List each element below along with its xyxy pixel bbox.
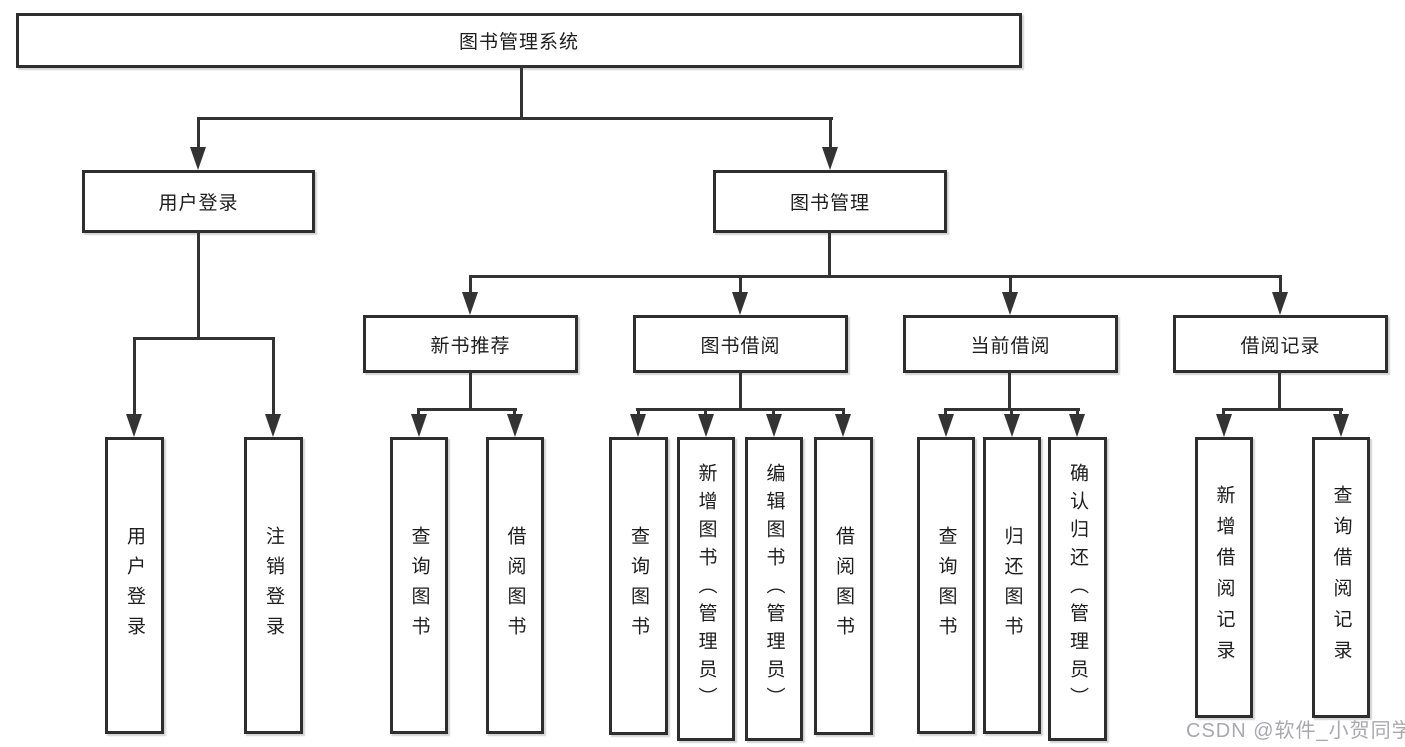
edge-line — [1010, 408, 1013, 418]
edge-line — [739, 275, 742, 295]
node-login-label: 用户登录 — [124, 525, 145, 646]
edge-line — [513, 408, 516, 418]
node-logout-label: 注销登录 — [263, 525, 284, 646]
node-br-add-record-label: 新增借阅记录 — [1213, 484, 1235, 671]
edge-line — [1222, 408, 1343, 411]
node-nb-borrow-book: 借阅图书 — [486, 437, 544, 734]
node-new-book-recommend: 新书推荐 — [363, 315, 578, 373]
node-br-query-record: 查询借阅记录 — [1312, 437, 1370, 718]
edge-line — [842, 408, 845, 418]
edge-line — [520, 65, 523, 119]
arrowhead-down-icon — [1004, 414, 1020, 437]
node-book-borrow: 图书借阅 — [633, 315, 848, 373]
edge-line — [772, 408, 775, 418]
edge-line — [469, 275, 472, 295]
arrowhead-down-icon — [507, 414, 523, 437]
edge-line — [133, 337, 275, 340]
node-bb-add-book-admin-label: 新增图书（管理员） — [695, 463, 717, 715]
edge-line — [739, 371, 742, 411]
node-bb-edit-book-admin-label: 编辑图书（管理员） — [763, 463, 785, 715]
edge-line — [829, 117, 832, 150]
node-new-book-recommend-label: 新书推荐 — [430, 335, 511, 357]
edge-line — [1279, 275, 1282, 295]
arrowhead-down-icon — [1069, 414, 1085, 437]
node-bb-borrow-book-label: 借阅图书 — [833, 526, 854, 646]
edge-line — [133, 337, 136, 417]
arrowhead-down-icon — [630, 414, 646, 437]
edge-line — [1278, 371, 1281, 411]
node-borrow-records-label: 借阅记录 — [1240, 335, 1321, 357]
edge-line — [828, 231, 831, 278]
node-cb-return-book-label: 归还图书 — [1001, 525, 1023, 646]
edge-line — [637, 408, 640, 418]
node-book-management: 图书管理 — [713, 170, 947, 233]
arrowhead-down-icon — [1216, 414, 1232, 437]
edge-line — [1009, 275, 1012, 295]
edge-line — [704, 408, 707, 418]
edge-line — [1222, 408, 1225, 418]
node-br-add-record: 新增借阅记录 — [1195, 437, 1253, 718]
node-bb-add-book-admin: 新增图书（管理员） — [677, 437, 735, 741]
node-bb-borrow-book: 借阅图书 — [814, 437, 873, 735]
arrowhead-down-icon — [766, 414, 782, 437]
edge-line — [944, 408, 947, 418]
edge-line — [197, 117, 200, 150]
edge-line — [197, 231, 200, 340]
node-current-borrow-label: 当前借阅 — [970, 335, 1051, 357]
node-bb-query-book: 查询图书 — [609, 437, 668, 735]
node-book-borrow-label: 图书借阅 — [700, 335, 781, 357]
edge-line — [197, 117, 833, 120]
arrowhead-down-icon — [190, 147, 206, 170]
node-cb-query-book-label: 查询图书 — [935, 525, 957, 646]
edge-line — [1076, 408, 1079, 418]
arrowhead-down-icon — [1002, 292, 1018, 315]
edge-line — [417, 408, 420, 418]
arrowhead-down-icon — [698, 414, 714, 437]
node-cb-confirm-return-admin: 确认归还（管理员） — [1048, 437, 1107, 741]
edge-line — [417, 408, 517, 411]
edge-line — [272, 337, 275, 417]
node-current-borrow: 当前借阅 — [903, 315, 1118, 373]
edge-line — [1339, 408, 1342, 418]
arrowhead-down-icon — [265, 414, 281, 437]
node-cb-query-book: 查询图书 — [917, 437, 975, 734]
node-root: 图书管理系统 — [16, 13, 1022, 68]
node-user-login-label: 用户登录 — [158, 193, 239, 214]
arrowhead-down-icon — [822, 147, 838, 170]
node-login: 用户登录 — [105, 437, 164, 734]
arrowhead-down-icon — [938, 414, 954, 437]
node-nb-query-book-label: 查询图书 — [408, 525, 430, 646]
arrowhead-down-icon — [462, 292, 478, 315]
node-bb-edit-book-admin: 编辑图书（管理员） — [745, 437, 803, 741]
node-borrow-records: 借阅记录 — [1173, 315, 1388, 373]
edge-line — [469, 371, 472, 411]
node-nb-borrow-book-label: 借阅图书 — [504, 525, 526, 646]
arrowhead-down-icon — [126, 414, 142, 437]
node-cb-return-book: 归还图书 — [983, 437, 1041, 734]
node-cb-confirm-return-admin-label: 确认归还（管理员） — [1067, 463, 1088, 715]
node-bb-query-book-label: 查询图书 — [628, 526, 649, 646]
arrowhead-down-icon — [1333, 414, 1349, 437]
arrowhead-down-icon — [1272, 292, 1288, 315]
arrowhead-down-icon — [411, 414, 427, 437]
edge-line — [636, 408, 845, 411]
node-user-login: 用户登录 — [82, 170, 315, 233]
csdn-watermark: CSDN @软件_小贺同学 — [1186, 720, 1405, 742]
edge-line — [469, 275, 1282, 278]
node-nb-query-book: 查询图书 — [390, 437, 448, 734]
arrowhead-down-icon — [732, 292, 748, 315]
arrowhead-down-icon — [835, 414, 851, 437]
node-logout: 注销登录 — [244, 437, 303, 734]
node-root-label: 图书管理系统 — [458, 32, 579, 53]
edge-line — [1008, 371, 1011, 411]
node-book-management-label: 图书管理 — [789, 193, 870, 214]
node-br-query-record-label: 查询借阅记录 — [1330, 484, 1352, 671]
